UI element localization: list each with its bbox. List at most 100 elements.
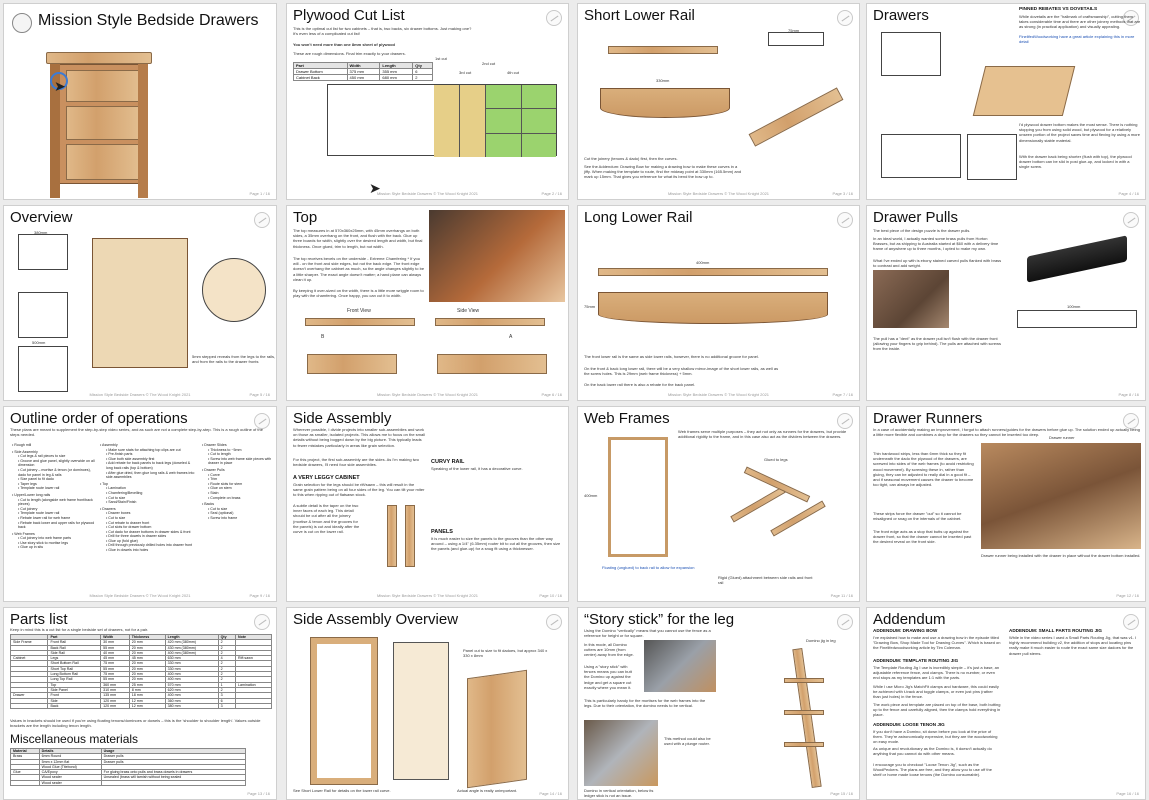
label-a: A xyxy=(509,334,513,340)
photo-label: Drawer runner xyxy=(1049,435,1075,440)
front-view-diagram xyxy=(18,292,68,338)
slide-title[interactable]: Mission Style Bedside Drawers ➤ Page 1 /… xyxy=(3,3,277,200)
woodknight-logo-icon xyxy=(546,10,562,26)
slide-plywood-cut-list[interactable]: Plywood Cut List This is the optimal cut… xyxy=(286,3,569,200)
plunge-note: This method could also be used with a pl… xyxy=(664,736,711,747)
page-number: Page 9 / 16 xyxy=(249,593,270,598)
cut-label: 1st cut xyxy=(435,56,447,61)
slide-heading: Overview xyxy=(10,209,73,226)
footer-text: Mission Style Bedside Drawers © The Wood… xyxy=(89,593,191,598)
slide-top[interactable]: Top The top measures in at 570x360x25mm,… xyxy=(286,205,569,401)
woodknight-logo-icon xyxy=(1123,212,1139,228)
article-text: FinelifedWoodworking have a great articl… xyxy=(1019,34,1135,45)
pull-render xyxy=(1027,235,1127,283)
outline-item: • Make sure stats for attaching top clip… xyxy=(106,447,181,452)
outline-intro: These plans are meant to supplement the … xyxy=(10,427,263,438)
slide-short-lower-rail[interactable]: Short Lower Rail 330mm 75mm Cut the join… xyxy=(577,3,860,200)
pointer-icon: ➤ xyxy=(54,78,66,94)
cabinet-3d-drawing xyxy=(92,238,188,368)
side-text-2: For this project, the first sub-assembly… xyxy=(293,457,419,468)
table-cell: Unsealed (brass will tarnish without bei… xyxy=(100,774,247,781)
table-cell: Short Bottom Rail xyxy=(47,660,102,667)
story-text: Using the Domino "vertically" means that… xyxy=(584,628,711,639)
rail-text-3: On the back lower rail there is also a r… xyxy=(584,382,696,387)
woodknight-logo-icon xyxy=(1123,614,1139,630)
slide-heading: Outline order of operations xyxy=(10,410,188,427)
drawer-plan-diagram xyxy=(881,32,941,76)
panel-note: Panel cut to size to fit dadoes, but app… xyxy=(463,648,548,659)
misc-heading: Miscellaneous materials xyxy=(10,732,139,746)
outline-item: • Cut to length (alongside web frame fro… xyxy=(18,497,93,507)
slide-drawer-runners[interactable]: Drawer Runners In a case of accidentally… xyxy=(866,406,1146,602)
outline-column-1: • Rough mill• Side Assembly• Cut legs & … xyxy=(12,441,96,550)
table-cell: 3 xyxy=(217,702,237,710)
outline-item: • Complete on brass xyxy=(208,495,241,500)
photo-caption: Drawer runner being installed with the d… xyxy=(981,553,1141,558)
sheet-note: You won't need more than one 8mm sheet o… xyxy=(293,42,395,47)
loose-tenon-heading: ADDENDUM: LOOSE TENON JIG xyxy=(873,722,945,727)
outline-item: • Cut to size xyxy=(106,495,126,500)
template-jig-heading: ADDENDUM: TEMPLATE ROUTING JIG xyxy=(873,658,959,663)
parts-note: Values in brackets should be used if you… xyxy=(10,718,261,729)
dimension-label: 75mm xyxy=(788,28,800,33)
dovetail-text: While dovetails are the "hallmark of cra… xyxy=(1019,14,1141,30)
drawer-front xyxy=(66,70,142,102)
side-text: Wherever possible, I divide projects int… xyxy=(293,427,425,448)
slide-side-assembly[interactable]: Side Assembly Wherever possible, I divid… xyxy=(286,406,569,602)
woodknight-logo-icon xyxy=(837,614,853,630)
table-cell: Long Bottom Rail xyxy=(47,671,102,678)
cursor-icon xyxy=(50,72,68,90)
curvy-rail-heading: CURVY RAIL xyxy=(431,459,465,465)
detail-circle xyxy=(202,258,266,322)
slide-drawer-pulls[interactable]: Drawer Pulls The best piece of the desig… xyxy=(866,205,1146,401)
table-cell: For gluing brass onto pulls and brass do… xyxy=(100,769,247,776)
outline-item: • Template route lower rail xyxy=(18,511,60,516)
slide-overview[interactable]: Overview 380mm 500mm 5mm stepped reveals… xyxy=(3,205,277,401)
slide-parts-list[interactable]: Parts list Keep in mind this is a cut li… xyxy=(3,607,277,800)
pull-plan-diagram xyxy=(1017,310,1137,328)
runners-text: In a case of accidentally making an impr… xyxy=(873,427,1140,438)
table-cell: Lamination xyxy=(235,681,272,688)
pointer-icon: ➤ xyxy=(369,180,381,196)
drawer-front xyxy=(66,106,142,140)
web-frame-plan xyxy=(608,437,668,557)
table-row: Wood sealer xyxy=(10,779,247,787)
bevel-text: The top receives bevels on the underside… xyxy=(293,256,425,282)
woodknight-logo-icon xyxy=(837,10,853,26)
page-number: Page 5 / 16 xyxy=(249,392,270,397)
plywood-sheet-diagram xyxy=(327,84,557,157)
side-text-3: Grain selection for the legs should be r… xyxy=(293,482,425,498)
rail-note: See Short Lower Rail for details on the … xyxy=(293,788,391,793)
page-number: Page 6 / 16 xyxy=(541,392,562,397)
slide-drawers[interactable]: Drawers PINNED REBATES VS DOVETAILS Whil… xyxy=(866,3,1146,200)
bandsaw-photo xyxy=(429,210,565,302)
outline-item: • Use story stick to mortise legs xyxy=(18,540,68,545)
outline-item: • Side Assembly xyxy=(12,449,38,454)
table-cell xyxy=(235,702,272,710)
rail-front-view xyxy=(600,88,730,118)
story-stick-render xyxy=(778,647,838,789)
outline-item: • Route slots for stem xyxy=(208,481,243,486)
parts-intro: Keep in mind this is a cut list for a si… xyxy=(10,627,149,632)
slide-story-stick[interactable]: “Story stick” for the leg Using the Domi… xyxy=(577,607,860,800)
outline-item: • Backs xyxy=(202,502,215,507)
cut-label: 2nd cut xyxy=(482,61,496,66)
slide-outline[interactable]: Outline order of operations These plans … xyxy=(3,406,277,602)
slide-addendum[interactable]: Addendum ADDENDUM: DRAWING BOW I've expl… xyxy=(866,607,1146,800)
slide-side-assembly-overview[interactable]: Side Assembly Overview Panel cut to size… xyxy=(286,607,569,800)
dimension-label: 400mm xyxy=(584,493,598,498)
footer-text: Mission Style Bedside Drawers © The Wood… xyxy=(376,191,479,196)
outline-item: • After glue dried, then glue long rails… xyxy=(106,470,195,480)
template-jig-text: The Template Routing Jig I use is incred… xyxy=(873,665,1000,681)
dimension-label: 380mm xyxy=(34,230,48,235)
outline-item: • Cut to size xyxy=(208,506,228,511)
slide-long-lower-rail[interactable]: Long Lower Rail 400mm 75mm The front low… xyxy=(577,205,860,401)
pulls-text-4: The pull has a "dent" as the drawer pull… xyxy=(873,336,1001,352)
front-view-label: Front View xyxy=(347,308,371,314)
pulls-text: The best piece of the design puzzle is t… xyxy=(873,228,971,233)
page-number: Page 15 / 16 xyxy=(830,791,853,796)
slide-web-frames[interactable]: Web Frames 400mm Web frames serve multip… xyxy=(577,406,860,602)
table-cell: 380 mm xyxy=(164,702,219,710)
drawer-box-render xyxy=(972,66,1076,116)
